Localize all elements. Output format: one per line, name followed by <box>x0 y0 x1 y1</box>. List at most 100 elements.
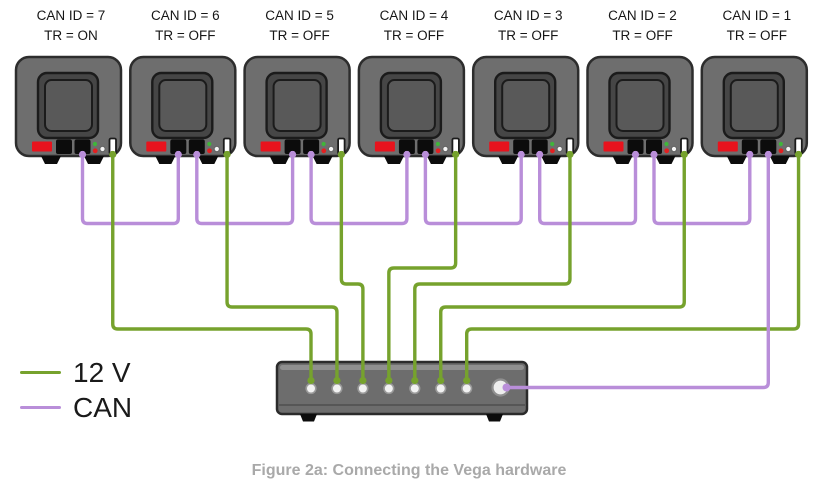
can-daisy-cables-layer <box>78 150 754 226</box>
tr-label: TR = OFF <box>612 28 672 43</box>
can-port-2 <box>646 139 662 154</box>
status-led-green <box>321 141 326 147</box>
power-cable <box>339 151 365 381</box>
can-port-2 <box>188 139 205 154</box>
can-cable <box>423 151 523 226</box>
can-cable-swatch <box>20 406 61 409</box>
power-connector <box>680 150 688 159</box>
device-foot <box>426 156 447 164</box>
hub-layer <box>275 360 529 422</box>
can-connector <box>174 150 182 159</box>
power-switch <box>260 141 281 152</box>
power-switch <box>717 141 738 152</box>
hub-power-port <box>461 382 473 395</box>
status-led-green <box>207 141 212 147</box>
device-screen <box>44 79 93 132</box>
hub-foot <box>486 414 503 422</box>
status-led-green <box>92 141 98 147</box>
can-id-label: CAN ID = 5 <box>265 8 334 23</box>
power-connector <box>452 150 460 159</box>
status-led-red <box>321 148 327 154</box>
can-cable-to-hub <box>505 151 770 390</box>
hub-foot <box>300 414 317 422</box>
status-led-green <box>778 141 783 147</box>
device-screen <box>386 79 436 132</box>
device-screen <box>729 79 779 132</box>
vega-device <box>129 55 237 164</box>
power-cables-layer <box>109 150 803 385</box>
status-led-green <box>550 141 555 147</box>
can-connector <box>764 150 772 159</box>
power-cable-swatch <box>20 371 61 374</box>
device-foot <box>541 156 562 164</box>
power-hub <box>275 360 529 422</box>
tr-label: TR = OFF <box>155 28 215 43</box>
can-port-1 <box>398 139 415 154</box>
can-port-1 <box>56 139 72 154</box>
device-foot <box>612 156 633 164</box>
power-switch <box>32 141 52 152</box>
can-id-label: CAN ID = 4 <box>380 8 449 23</box>
vega-device <box>586 55 694 164</box>
device-screen <box>158 79 208 132</box>
device-foot <box>269 156 290 164</box>
devices-layer <box>14 55 809 164</box>
power-connector <box>223 150 231 159</box>
reset-button <box>327 145 335 153</box>
power-switch <box>489 141 510 152</box>
power-connector <box>307 376 315 385</box>
can-connector <box>193 150 201 159</box>
reset-button <box>556 145 564 153</box>
can-connector <box>536 150 544 159</box>
can-connector <box>631 150 640 159</box>
can-connector <box>502 383 511 392</box>
status-led-red <box>664 148 670 154</box>
can-cable <box>80 151 180 226</box>
can-connector <box>421 150 429 159</box>
legend-item-12v: 12 V <box>20 355 132 390</box>
tr-label: TR = ON <box>44 28 98 43</box>
can-connector <box>307 150 315 159</box>
power-cable <box>439 151 686 381</box>
can-connector <box>403 150 411 159</box>
power-cable <box>413 151 572 381</box>
power-switch <box>146 141 167 152</box>
vega-device <box>700 55 809 164</box>
device-foot <box>383 156 404 164</box>
can-port-2 <box>417 139 434 154</box>
device-screen <box>501 79 551 132</box>
power-connector <box>566 150 574 159</box>
vega-device <box>14 55 123 164</box>
power-switch <box>603 141 624 152</box>
status-led-red <box>207 148 212 154</box>
can-cable <box>538 151 638 226</box>
tr-label: TR = OFF <box>498 28 558 43</box>
tr-label: TR = OFF <box>727 28 787 43</box>
power-connector <box>385 376 393 385</box>
power-cable <box>225 151 339 381</box>
legend-label-12v: 12 V <box>73 356 131 388</box>
hub-power-port <box>435 382 447 395</box>
can-connector <box>517 150 525 159</box>
legend-item-can: CAN <box>20 390 132 425</box>
can-id-label: CAN ID = 1 <box>722 8 791 23</box>
status-led-green <box>664 141 669 147</box>
can-id-label: CAN ID = 2 <box>608 8 677 23</box>
status-led-red <box>550 148 555 154</box>
hub-power-port <box>357 382 369 395</box>
reset-button <box>99 145 106 153</box>
hub-power-port <box>305 382 317 395</box>
can-id-label: CAN ID = 6 <box>151 8 220 23</box>
can-connector <box>78 150 87 159</box>
status-led-red <box>92 148 98 154</box>
hub-power-port <box>331 382 343 395</box>
device-foot <box>41 156 61 164</box>
vega-device <box>471 55 580 164</box>
can-port-1 <box>741 139 758 154</box>
power-connector <box>794 150 803 159</box>
power-connector <box>337 150 345 159</box>
can-connector <box>289 150 297 159</box>
